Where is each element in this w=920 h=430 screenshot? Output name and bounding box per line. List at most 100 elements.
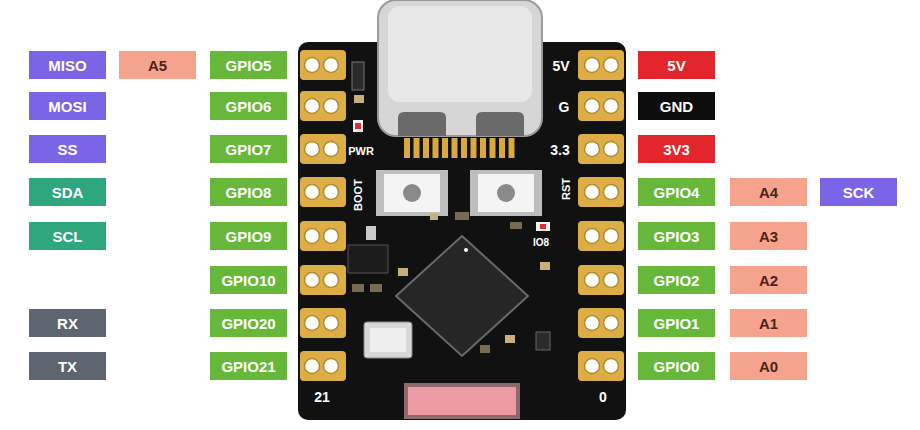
analog-label: A4 bbox=[730, 178, 807, 206]
gold-pad bbox=[300, 221, 346, 251]
ceramic-antenna bbox=[408, 387, 516, 415]
pad-hole bbox=[324, 99, 339, 114]
boot-button bbox=[384, 174, 440, 212]
pin-name: GPIO2 bbox=[654, 272, 700, 289]
gold-pad bbox=[578, 91, 624, 121]
smd-part bbox=[510, 222, 522, 229]
pin-name: SCK bbox=[843, 184, 875, 201]
pin-name: SCL bbox=[53, 228, 83, 245]
pin-name: A4 bbox=[759, 184, 778, 201]
analog-label: A2 bbox=[730, 266, 807, 294]
pad-hole bbox=[585, 142, 600, 157]
power-label: 3V3 bbox=[638, 135, 715, 163]
io8-led bbox=[536, 222, 550, 231]
pad-hole bbox=[305, 185, 320, 200]
silkscreen-label: 3.3 bbox=[550, 143, 569, 157]
usb-c-tab bbox=[398, 112, 446, 136]
pad-hole bbox=[604, 142, 619, 157]
pin-name: A2 bbox=[759, 272, 778, 289]
gold-pad bbox=[300, 50, 346, 80]
pin-name: A0 bbox=[759, 358, 778, 375]
ground-label: GND bbox=[638, 92, 715, 120]
regulator bbox=[348, 245, 388, 273]
pin-name: A5 bbox=[148, 57, 167, 74]
usb-contact bbox=[461, 138, 467, 158]
spi-label: SS bbox=[29, 135, 106, 163]
usb-contact bbox=[471, 138, 477, 158]
pin-name: GPIO7 bbox=[226, 141, 272, 158]
usb-c-connector bbox=[378, 0, 542, 136]
gold-pad bbox=[578, 308, 624, 338]
pad-hole bbox=[585, 185, 600, 200]
pin-name: MOSI bbox=[48, 98, 86, 115]
analog-label: A3 bbox=[730, 222, 807, 250]
gold-pad bbox=[300, 134, 346, 164]
silkscreen-label: G bbox=[559, 100, 570, 114]
pin-name: SS bbox=[57, 141, 77, 158]
usb-contact bbox=[433, 138, 439, 158]
smd-part bbox=[536, 332, 550, 350]
gpio-label: GPIO1 bbox=[638, 309, 715, 337]
pad-hole bbox=[585, 99, 600, 114]
gold-pad bbox=[300, 91, 346, 121]
pin-name: GPIO4 bbox=[654, 184, 700, 201]
pin-name: MISO bbox=[48, 57, 86, 74]
pwr-led bbox=[353, 120, 363, 132]
gpio-label: GPIO5 bbox=[210, 51, 287, 79]
gold-pad bbox=[578, 177, 624, 207]
pad-hole bbox=[604, 185, 619, 200]
smd-part bbox=[480, 345, 490, 353]
uart-label: RX bbox=[29, 309, 106, 337]
gpio-label: GPIO7 bbox=[210, 135, 287, 163]
pad-hole bbox=[585, 359, 600, 374]
gold-pad bbox=[300, 177, 346, 207]
pad-hole bbox=[305, 142, 320, 157]
usb-contact bbox=[414, 138, 420, 158]
pin-name: GPIO5 bbox=[226, 57, 272, 74]
pin-name: GPIO8 bbox=[226, 184, 272, 201]
smd-part bbox=[455, 212, 469, 220]
crystal-top bbox=[370, 328, 406, 352]
usb-contact bbox=[480, 138, 486, 158]
pin-name: 5V bbox=[667, 57, 685, 74]
usb-contact bbox=[452, 138, 458, 158]
power-label: 5V bbox=[638, 51, 715, 79]
pin-name: RX bbox=[57, 315, 78, 332]
pin-name: GPIO3 bbox=[654, 228, 700, 245]
pin-name: GPIO9 bbox=[226, 228, 272, 245]
smd-part bbox=[352, 284, 364, 292]
gpio-label: GPIO4 bbox=[638, 178, 715, 206]
usb-c-shell bbox=[388, 6, 532, 102]
smd-part bbox=[540, 262, 550, 270]
silkscreen-label: 0 bbox=[599, 390, 607, 404]
smd-part bbox=[430, 214, 438, 220]
esp32-c3-chip bbox=[396, 236, 528, 356]
silkscreen-label: 5V bbox=[552, 59, 569, 73]
io8-led-die bbox=[540, 224, 546, 229]
gpio-label: GPIO3 bbox=[638, 222, 715, 250]
antenna-base bbox=[404, 383, 520, 419]
gold-pad bbox=[578, 134, 624, 164]
smd-part bbox=[505, 335, 515, 343]
pin-name: GPIO0 bbox=[654, 358, 700, 375]
pad-hole bbox=[585, 58, 600, 73]
spi-label: MOSI bbox=[29, 92, 106, 120]
silkscreen-label: IO8 bbox=[533, 238, 549, 248]
gpio-label: GPIO2 bbox=[638, 266, 715, 294]
usb-contact bbox=[509, 138, 515, 158]
usb-contacts bbox=[404, 138, 515, 158]
usb-contact bbox=[404, 138, 410, 158]
smd-part bbox=[366, 226, 376, 240]
gpio-label: GPIO0 bbox=[638, 352, 715, 380]
pin-name: GND bbox=[660, 98, 693, 115]
gold-pad bbox=[300, 265, 346, 295]
pad-hole bbox=[324, 58, 339, 73]
pad-hole bbox=[305, 229, 320, 244]
crystal bbox=[364, 322, 412, 358]
gpio-label: GPIO6 bbox=[210, 92, 287, 120]
i2c-label: SCL bbox=[29, 222, 106, 250]
gold-pad bbox=[300, 351, 346, 381]
pad-hole bbox=[604, 359, 619, 374]
pin-name: TX bbox=[58, 358, 77, 375]
